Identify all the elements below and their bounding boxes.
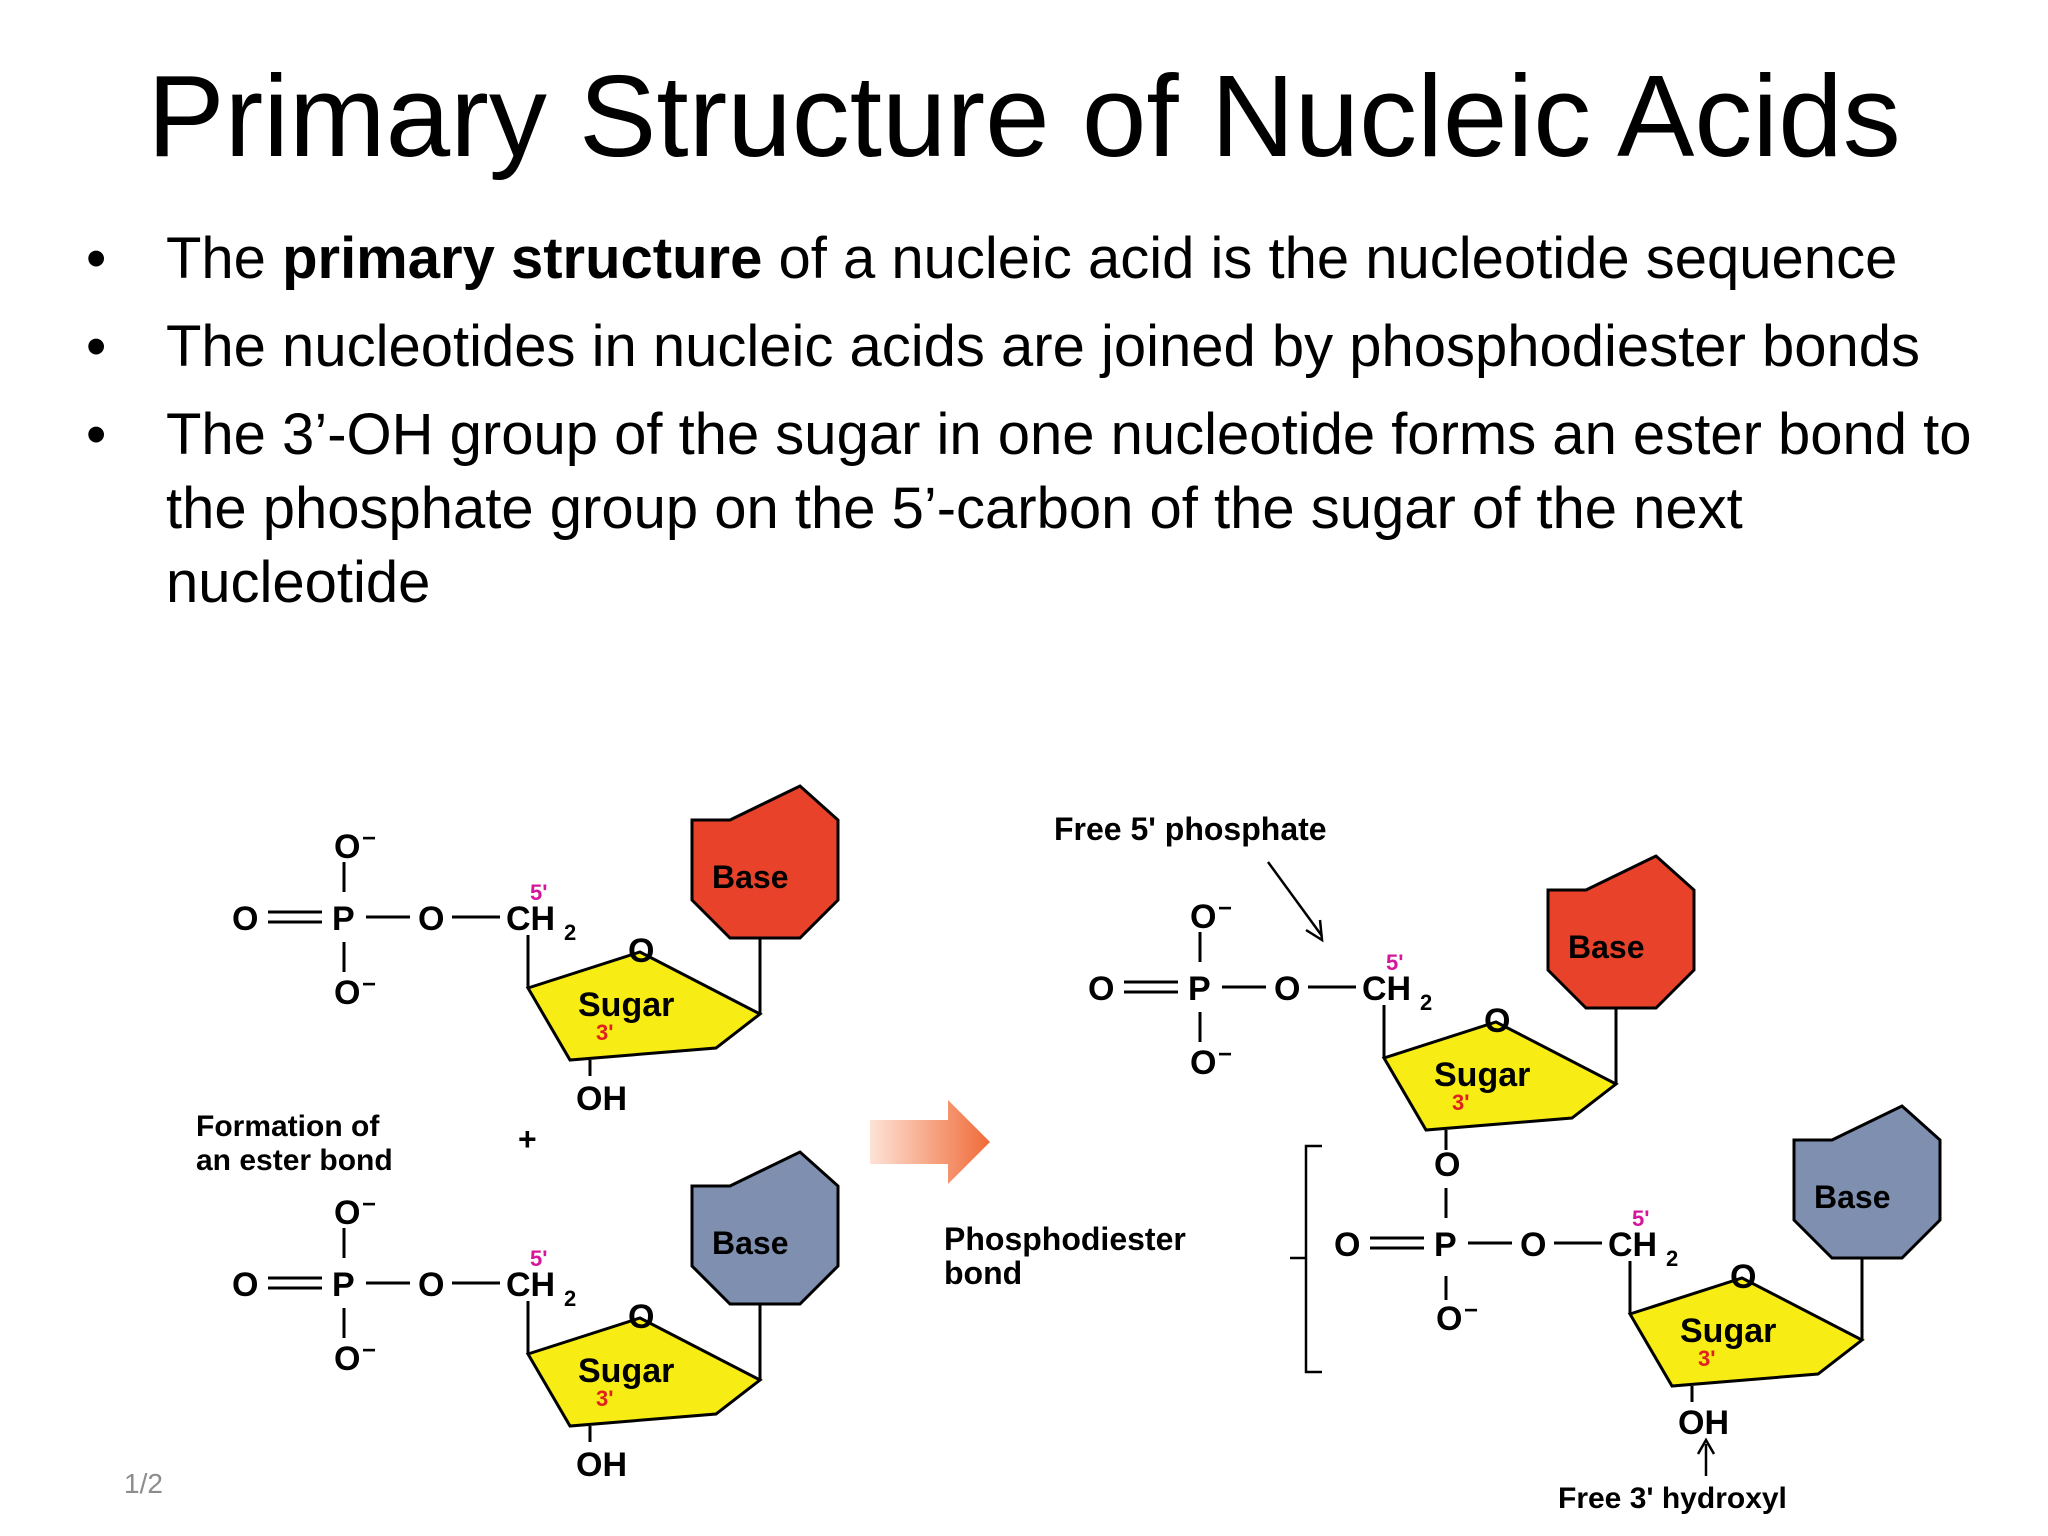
svg-text:bond: bond — [944, 1255, 1022, 1291]
svg-text:3': 3' — [596, 1386, 613, 1411]
svg-text:O: O — [334, 974, 360, 1012]
plus-sign: + — [518, 1121, 537, 1157]
base-label: Base — [712, 859, 789, 895]
bullet-item: • The 3’-OH group of the sugar in one nuc… — [86, 398, 1986, 620]
slide-title: Primary Structure of Nucleic Acids — [147, 51, 1901, 181]
free-5-phosphate-arrow — [1266, 861, 1324, 943]
svg-text:P: P — [332, 1266, 355, 1304]
svg-text:−: − — [362, 1191, 376, 1218]
svg-text:O: O — [1190, 1044, 1216, 1082]
svg-text:3': 3' — [1698, 1346, 1715, 1371]
phosphodiester-bracket — [1290, 1144, 1322, 1374]
svg-text:O: O — [1730, 1258, 1756, 1296]
svg-text:−: − — [362, 971, 376, 998]
bullet-text-post: of a nucleic acid is the nucleotide sequ… — [762, 226, 1898, 291]
svg-text:−: − — [1464, 1297, 1478, 1324]
svg-text:3': 3' — [1452, 1090, 1469, 1115]
svg-text:CH: CH — [1362, 970, 1411, 1008]
svg-text:P: P — [332, 900, 355, 938]
svg-text:3': 3' — [596, 1020, 613, 1045]
bullet-text: The 3’-OH group of the sugar in one nucl… — [166, 402, 1972, 615]
free-5-phosphate-label: Free 5' phosphate — [1054, 811, 1327, 847]
nucleotide-bottom-right: P O O CH 2 O − O Sugar Base OH 5' 3' — [1334, 1104, 1942, 1442]
free-3-hydroxyl-arrow — [1696, 1437, 1716, 1476]
bullet-icon: • — [86, 402, 107, 467]
svg-text:CH: CH — [506, 1266, 555, 1304]
svg-text:P: P — [1434, 1226, 1457, 1264]
svg-text:O: O — [1520, 1226, 1546, 1264]
svg-text:CH: CH — [1608, 1226, 1657, 1264]
formation-label: Formation of an ester bond — [196, 1110, 393, 1177]
svg-text:OH: OH — [576, 1446, 627, 1484]
svg-text:an ester bond: an ester bond — [196, 1144, 393, 1177]
svg-text:O: O — [628, 1298, 654, 1336]
bullet-item: • The nucleotides in nucleic acids are jo… — [86, 310, 1986, 384]
svg-text:5': 5' — [1632, 1206, 1649, 1231]
svg-text:O: O — [1190, 898, 1216, 936]
svg-text:−: − — [1218, 895, 1232, 922]
bullet-text-bold: primary structure — [282, 226, 763, 291]
svg-text:2: 2 — [1420, 990, 1432, 1015]
bullet-item: • The primary structure of a nucleic acid… — [86, 222, 1986, 296]
page-number: 1/2 — [124, 1468, 163, 1499]
sugar-ring — [525, 1316, 763, 1428]
bullet-text-pre: The — [166, 226, 283, 291]
nucleotide-top-right: O − O P O CH 2 O − O Sugar Base O 5' 3' — [1088, 854, 1696, 1206]
svg-text:O: O — [1334, 1226, 1360, 1264]
sugar-label: Sugar — [578, 1352, 674, 1390]
svg-text:CH: CH — [506, 900, 555, 938]
base-label: Base — [1568, 929, 1645, 965]
phosphodiester-label: Phosphodiester bond — [944, 1221, 1186, 1291]
sugar-label: Sugar — [578, 986, 674, 1024]
bullet-text: The nucleotides in nucleic acids are joi… — [166, 314, 1921, 379]
svg-text:2: 2 — [1666, 1246, 1678, 1271]
svg-text:O: O — [334, 1194, 360, 1232]
svg-text:O: O — [232, 1266, 258, 1304]
bullet-icon: • — [86, 226, 107, 291]
free-3-hydroxyl-label: Free 3' hydroxyl — [1558, 1482, 1787, 1515]
svg-text:2: 2 — [564, 920, 576, 945]
svg-text:O: O — [232, 900, 258, 938]
svg-text:Phosphodiester: Phosphodiester — [944, 1221, 1186, 1257]
svg-text:−: − — [362, 825, 376, 852]
svg-text:Formation of: Formation of — [196, 1110, 380, 1143]
sugar-ring — [525, 950, 763, 1062]
nucleotide-bottom-left: O − O P O CH 2 O − O Sugar Base OH 5' 3' — [232, 1150, 840, 1484]
svg-text:−: − — [1218, 1041, 1232, 1068]
svg-text:5': 5' — [530, 1246, 547, 1271]
nucleotide-top-left: O − O P O CH 2 O − O Sugar Base OH 5' 3' — [232, 784, 840, 1118]
svg-text:O: O — [418, 900, 444, 938]
base-hexagon — [690, 1150, 840, 1306]
svg-text:O: O — [334, 1340, 360, 1378]
sugar-label: Sugar — [1434, 1056, 1530, 1094]
svg-text:O: O — [418, 1266, 444, 1304]
sugar-label: Sugar — [1680, 1312, 1776, 1350]
svg-text:O: O — [1484, 1002, 1510, 1040]
bullet-list: • The primary structure of a nucleic acid… — [86, 222, 1986, 634]
svg-text:O: O — [628, 932, 654, 970]
svg-text:2: 2 — [564, 1286, 576, 1311]
svg-text:O: O — [1088, 970, 1114, 1008]
svg-text:5': 5' — [530, 880, 547, 905]
svg-text:−: − — [362, 1337, 376, 1364]
svg-text:5': 5' — [1386, 950, 1403, 975]
base-label: Base — [1814, 1179, 1891, 1215]
svg-text:OH: OH — [1678, 1404, 1729, 1442]
svg-text:O: O — [1274, 970, 1300, 1008]
svg-text:P: P — [1188, 970, 1211, 1008]
bullet-icon: • — [86, 314, 107, 379]
base-hexagon — [1546, 854, 1696, 1010]
sugar-ring — [1627, 1276, 1865, 1388]
base-hexagon — [1792, 1104, 1942, 1260]
base-hexagon — [690, 784, 840, 940]
sugar-ring — [1381, 1020, 1619, 1132]
svg-text:OH: OH — [576, 1080, 627, 1118]
reaction-arrow — [870, 1100, 990, 1184]
o-minus-label: O — [334, 828, 360, 866]
svg-text:O: O — [1434, 1146, 1460, 1184]
base-label: Base — [712, 1225, 789, 1261]
svg-text:O: O — [1436, 1300, 1462, 1338]
